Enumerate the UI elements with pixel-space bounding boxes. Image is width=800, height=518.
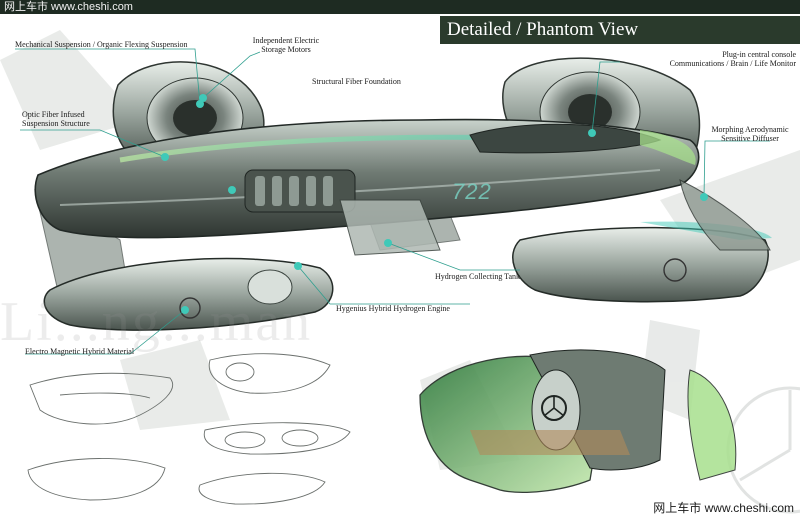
callout-lines [15, 48, 770, 355]
callout-optic-fiber: Optic Fiber Infused Suspension Structure [22, 110, 90, 128]
callout-hydrogen-tank: Hydrogen Collecting Tank [435, 272, 521, 281]
callout-mechanical-suspension: Mechanical Suspension / Organic Flexing … [15, 40, 188, 49]
page-title: Detailed / Phantom View [447, 19, 639, 40]
number-plate: 722 [452, 179, 492, 204]
callout-structural-fiber: Structural Fiber Foundation [312, 77, 401, 86]
callout-plug-in-console: Plug-in central console Communications /… [600, 50, 796, 68]
title-box [440, 16, 800, 44]
header-bar [0, 0, 800, 14]
callout-plug-in-line1: Plug-in central console [722, 50, 796, 59]
front-pod-left [43, 257, 334, 331]
watermark-bottom: 网上车市 www.cheshi.com [653, 501, 794, 515]
main-body [34, 118, 700, 256]
watermark-top: 网上车市 www.cheshi.com [4, 1, 133, 13]
callout-independent-storage-line2: Storage Motors [261, 45, 311, 54]
callout-morphing-line2: Sensitive Diffuser [721, 134, 779, 143]
background-brand-text: Li...ng...man [0, 291, 313, 353]
callout-dots [161, 94, 708, 314]
pencil-sketches [27, 353, 351, 505]
callout-optic-fiber-line1: Optic Fiber Infused [22, 110, 85, 119]
callout-hygenius-engine: Hygenius Hybrid Hydrogen Engine [336, 304, 450, 313]
mercedes-star-watermark [726, 386, 800, 514]
callout-plug-in-line2: Communications / Brain / Life Monitor [669, 59, 796, 68]
callout-independent-storage-line1: Independent Electric [252, 36, 320, 45]
callout-electro-magnetic: Electro Magnetic Hybrid Material [25, 347, 135, 356]
callout-independent-storage: Independent Electric Storage Motors [236, 36, 336, 54]
callout-optic-fiber-line2: Suspension Structure [22, 119, 90, 128]
callout-morphing-diffuser: Morphing Aerodynamic Sensitive Diffuser [700, 125, 800, 143]
front-view-render [419, 349, 737, 493]
callout-morphing-line1: Morphing Aerodynamic [711, 125, 789, 134]
